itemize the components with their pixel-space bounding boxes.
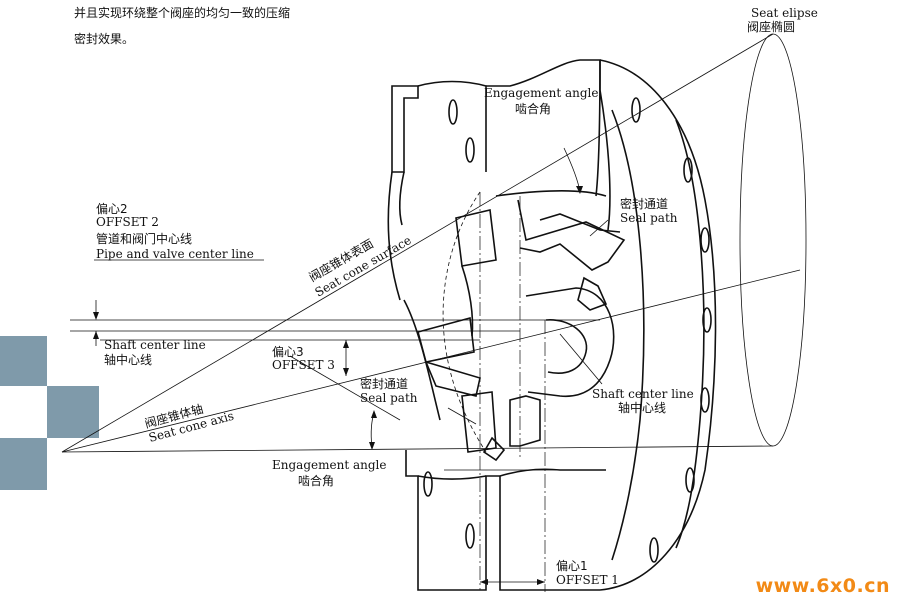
offset1-label-en: OFFSET 1 — [556, 573, 619, 587]
site-watermark: www.6x0.cn — [755, 575, 890, 597]
engagement-angle-bottom-label-cn: 啮合角 — [298, 473, 334, 488]
pipe-center-label-cn: 管道和阀门中心线 — [96, 231, 192, 246]
shaft-center-left-label-cn: 轴中心线 — [104, 352, 152, 367]
seat-ellipse — [739, 33, 807, 447]
engagement-angle-top-label-cn: 啮合角 — [515, 101, 551, 116]
center-lines — [70, 191, 606, 592]
offset2-label-en: OFFSET 2 — [96, 215, 159, 229]
intro-text-line-1: 并且实现环绕整个阀座的均匀一致的压缩 — [74, 6, 291, 20]
seat-elipse-label-cn: 阀座椭圆 — [747, 19, 795, 34]
valve-disc — [417, 199, 626, 462]
seal-path-mid-label-cn: 密封通道 — [360, 376, 408, 391]
valve-body — [387, 59, 717, 591]
intro-text-line-2: 密封效果。 — [74, 32, 135, 46]
pipe-center-label-en: Pipe and valve center line — [96, 247, 254, 261]
seal-path-top-label-cn: 密封通道 — [620, 196, 668, 211]
shaft-center-right-label-cn: 轴中心线 — [618, 400, 666, 415]
offset2-label-cn: 偏心2 — [96, 201, 128, 216]
offset1-label-cn: 偏心1 — [556, 558, 588, 573]
seal-path-top-label-en: Seal path — [620, 211, 678, 225]
engagement-angle-top-label-en: Engagement angle — [484, 86, 598, 100]
engagement-angle-bottom-label-en: Engagement angle — [272, 458, 386, 472]
offset3-label-en: OFFSET 3 — [272, 358, 335, 372]
offset3-label-cn: 偏心3 — [272, 344, 304, 359]
seal-path-mid-label-en: Seal path — [360, 391, 418, 405]
shaft-center-left-label-en: Shaft center line — [104, 338, 206, 352]
dimension-arrows — [93, 147, 609, 585]
flange-bolt-holes — [423, 97, 712, 563]
shaft-center-right-label-en: Shaft center line — [592, 387, 694, 401]
seat-elipse-label-en: Seat elipse — [751, 6, 818, 20]
decorative-checker-pattern — [0, 336, 99, 490]
